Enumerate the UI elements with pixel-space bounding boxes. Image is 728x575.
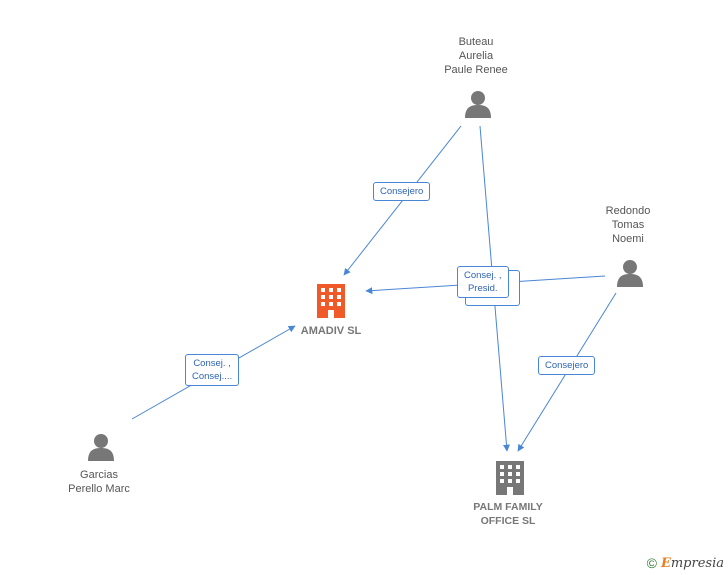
edge-label-line: Consej. , [464, 270, 502, 281]
edge-label-redondo-palm[interactable]: Consejero [538, 356, 596, 375]
company-label-palm[interactable]: PALM FAMILY OFFICE SL [458, 500, 558, 528]
edge-label-line: Consejero [380, 186, 424, 197]
edge-label-presid[interactable]: Consej. , Presid. [457, 266, 509, 298]
company-label-amadiv[interactable]: AMADIV SL [281, 324, 381, 338]
label-line: Buteau [458, 36, 494, 48]
brand-rest: mpresia [670, 555, 724, 571]
person-label-garcias[interactable]: Garcias Perello Marc [49, 468, 149, 496]
building-icon[interactable] [317, 284, 345, 318]
label-line: Tomas [611, 219, 645, 231]
label-line: Aurelia [458, 50, 494, 62]
label-line: Redondo [605, 205, 651, 217]
label-line: PALM FAMILY [473, 501, 543, 513]
label-line: Garcias [80, 469, 118, 481]
label-line: OFFICE SL [480, 515, 536, 527]
building-icon[interactable] [496, 461, 524, 495]
brand-initial: E [660, 555, 671, 571]
edge-label-buteau-amadiv[interactable]: Consejero [373, 182, 431, 201]
edge-label-line: Consejero [545, 360, 589, 371]
edge-label-line: Consej.... [192, 371, 233, 382]
edge-label-line: Presid. [467, 283, 498, 294]
brand-logo: Empresia [661, 556, 724, 571]
person-icon[interactable] [88, 434, 114, 461]
edge-label-line: Consej. , [193, 358, 231, 369]
person-label-redondo[interactable]: Redondo Tomas Noemi [578, 204, 678, 246]
copyright-icon: © [646, 555, 657, 571]
edge-label-garcias-amadiv[interactable]: Consej. , Consej.... [185, 354, 240, 386]
label-line: Paule Renee [444, 64, 508, 76]
footer-brand: © Empresia [647, 555, 724, 571]
person-icon[interactable] [465, 91, 491, 118]
label-line: Noemi [612, 233, 644, 245]
label-line: Perello Marc [68, 483, 130, 495]
label-line: AMADIV SL [300, 325, 362, 337]
person-icon[interactable] [617, 260, 643, 287]
person-label-buteau[interactable]: Buteau Aurelia Paule Renee [426, 35, 526, 77]
